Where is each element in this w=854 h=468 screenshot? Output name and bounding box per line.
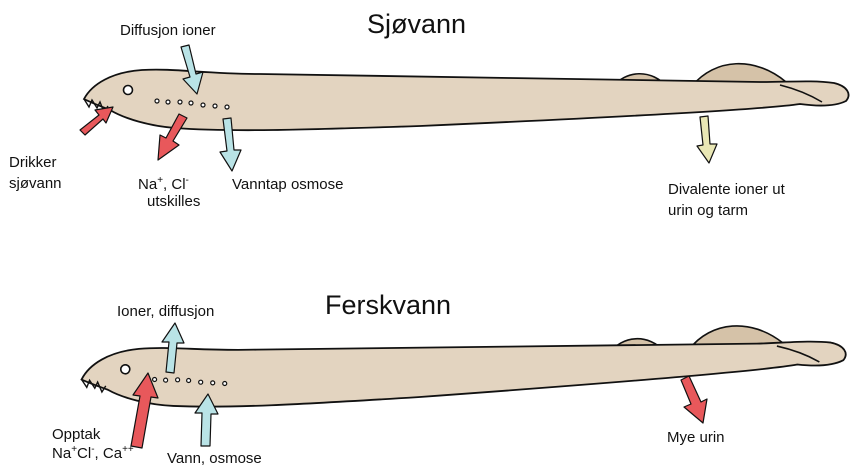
label-water-osmosis: Vann, osmose	[167, 450, 262, 467]
ion-na: Na	[138, 176, 157, 193]
uptake-cl: Cl	[77, 445, 91, 462]
label-divalent-ions: Divalente ioner ut urin og tarm	[668, 179, 785, 221]
label-drink-line2: sjøvann	[9, 173, 62, 194]
uptake-na: Na	[52, 445, 71, 462]
label-drink-seawater: Drikker sjøvann	[9, 152, 62, 194]
label-ions-diffusion: Ioner, diffusjon	[117, 303, 214, 320]
label-drink-line1: Drikker	[9, 152, 62, 173]
freshwater-title: Ferskvann	[325, 290, 451, 320]
arrow-urine	[681, 376, 707, 423]
label-diffusion-ions: Diffusjon ioner	[120, 22, 216, 39]
label-uptake-title: Opptak	[52, 426, 134, 443]
label-divalent-line2: urin og tarm	[668, 200, 785, 221]
label-divalent-line1: Divalente ioner ut	[668, 179, 785, 200]
label-ions-excreted: Na+, Cl- utskilles	[138, 173, 200, 210]
freshwater-fish	[81, 323, 847, 411]
arrow-drink	[80, 107, 113, 135]
uptake-ca: , Ca	[95, 445, 123, 462]
uptake-ca-sup: ++	[122, 444, 134, 455]
arrow-divalent	[697, 116, 717, 163]
label-excreted: utskilles	[138, 193, 200, 210]
ion-cl-sup: -	[186, 175, 189, 186]
seawater-title: Sjøvann	[367, 9, 466, 39]
label-uptake: Opptak Na+Cl-, Ca++	[52, 426, 134, 462]
label-much-urine: Mye urin	[667, 429, 725, 446]
label-water-loss: Vanntap osmose	[232, 176, 343, 193]
ion-cl: , Cl	[163, 176, 186, 193]
